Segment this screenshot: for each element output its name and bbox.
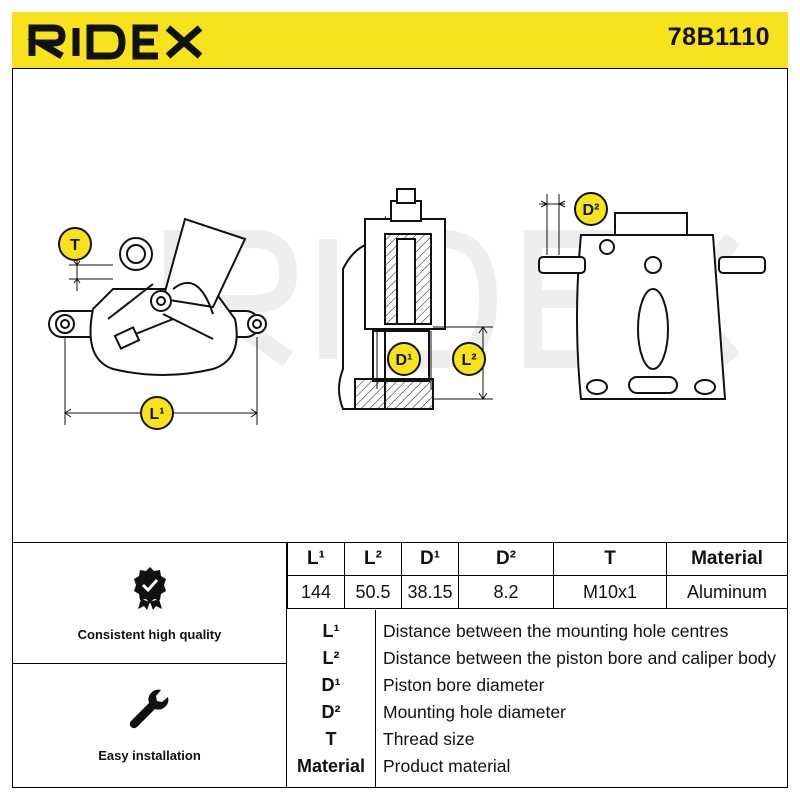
spec-header-l2: L² — [344, 543, 402, 576]
legend-desc: Distance between the mounting hole centr… — [383, 621, 729, 641]
legend-desc: Piston bore diameter — [383, 675, 545, 695]
svg-text:D¹: D¹ — [396, 352, 413, 369]
spec-table: L¹ L² D¹ D² T Material 144 50.5 38.15 8.… — [287, 543, 787, 609]
legend-desc: Distance between the piston bore and cal… — [383, 648, 777, 668]
dimension-t — [69, 255, 113, 291]
spec-value-l1: 144 — [287, 575, 345, 609]
legend-key: D¹ — [321, 675, 341, 695]
legend-key: D² — [321, 702, 341, 722]
marker-l2: L² — [452, 342, 486, 376]
technical-drawing: T L¹ D¹ L² D² — [12, 68, 788, 542]
header-bar: 78B1110 — [12, 12, 788, 68]
legend-row: L¹ Distance between the mounting hole ce… — [287, 618, 787, 644]
legend: L¹ Distance between the mounting hole ce… — [287, 610, 787, 787]
legend-key: L² — [322, 648, 340, 668]
svg-text:L²: L² — [461, 352, 476, 369]
ridex-logo — [27, 24, 203, 60]
caliper-side-view — [48, 217, 267, 376]
legend-key: L¹ — [322, 621, 340, 641]
legend-desc: Product material — [383, 756, 511, 776]
spec-header-material: Material — [666, 543, 787, 576]
spec-header-row: L¹ L² D¹ D² T Material — [287, 543, 787, 576]
quality-badge-icon — [133, 567, 166, 610]
spec-header-d2: D² — [458, 543, 554, 576]
info-panel: Consistent high quality Easy installatio… — [12, 542, 788, 788]
svg-text:T: T — [70, 237, 80, 254]
svg-text:D²: D² — [583, 202, 600, 219]
spec-header-t: T — [553, 543, 667, 576]
legend-row: D¹ Piston bore diameter — [287, 672, 787, 698]
feature-installation-label: Easy installation — [98, 748, 201, 763]
legend-desc: Thread size — [383, 729, 475, 749]
spec-value-d1: 38.15 — [401, 575, 459, 609]
wrench-icon — [129, 689, 168, 729]
spec-value-row: 144 50.5 38.15 8.2 M10x1 Aluminum — [287, 575, 787, 609]
spec-header-d1: D¹ — [401, 543, 459, 576]
caliper-section-view — [338, 188, 446, 410]
legend-divider — [375, 610, 376, 787]
legend-row: D² Mounting hole diameter — [287, 699, 787, 725]
legend-row: T Thread size — [287, 726, 787, 752]
marker-t: T — [58, 227, 92, 261]
spec-value-material: Aluminum — [666, 575, 787, 609]
marker-d1: D¹ — [387, 342, 421, 376]
spec-value-l2: 50.5 — [344, 575, 402, 609]
feature-installation: Easy installation — [13, 664, 287, 787]
spec-value-t: M10x1 — [553, 575, 667, 609]
caliper-front-view — [538, 212, 766, 400]
feature-quality-label: Consistent high quality — [77, 627, 222, 642]
legend-desc: Mounting hole diameter — [383, 702, 566, 722]
legend-key: Material — [296, 756, 366, 776]
legend-key: T — [325, 729, 337, 749]
feature-quality: Consistent high quality — [13, 543, 287, 664]
legend-row: L² Distance between the piston bore and … — [287, 645, 787, 671]
dimension-d1 — [376, 331, 432, 389]
marker-d2: D² — [574, 192, 608, 226]
dimension-d2 — [539, 194, 566, 255]
spec-header-l1: L¹ — [287, 543, 345, 576]
part-number: 78B1110 — [667, 23, 770, 51]
svg-text:L¹: L¹ — [149, 406, 164, 423]
spec-value-d2: 8.2 — [458, 575, 554, 609]
legend-row: Material Product material — [287, 753, 787, 779]
marker-l1: L¹ — [140, 396, 174, 430]
